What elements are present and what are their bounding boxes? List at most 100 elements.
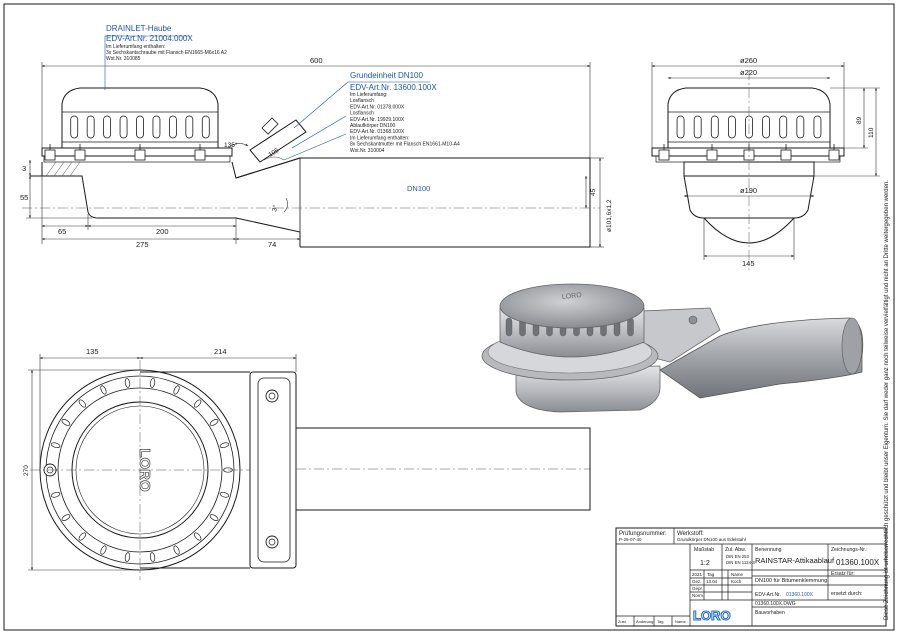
dim-220: ø220 bbox=[740, 68, 757, 77]
hood-slot bbox=[168, 115, 177, 139]
dim-200: 200 bbox=[156, 227, 169, 236]
flange-hole bbox=[173, 385, 180, 395]
tb-edv-label: EDV-Art.Nr. bbox=[755, 592, 781, 598]
flange-hole bbox=[209, 419, 219, 426]
flange-hole bbox=[173, 545, 180, 555]
nut bbox=[74, 149, 86, 161]
render-pipe bbox=[659, 317, 864, 399]
nut bbox=[706, 149, 718, 161]
callout-haube-line: 3x Sechskantschraube mit Flansch EN1665-… bbox=[106, 50, 227, 56]
top-logo-emboss: LORO bbox=[136, 448, 153, 492]
front-dimensions bbox=[651, 62, 880, 260]
hood-slot bbox=[201, 115, 210, 139]
nut bbox=[658, 149, 670, 161]
dim-275: 275 bbox=[136, 240, 149, 249]
flange-hole bbox=[78, 399, 87, 408]
hood-slot bbox=[70, 115, 79, 139]
front-dome bbox=[703, 217, 795, 244]
sheet-border bbox=[3, 3, 895, 631]
callout-grund-line: Wst.Nr. 310004 bbox=[350, 148, 385, 154]
top-view bbox=[30, 360, 591, 580]
dim-74: 74 bbox=[268, 240, 276, 249]
hood-slot bbox=[119, 115, 128, 139]
flange-hole bbox=[100, 545, 107, 555]
hood-outline bbox=[61, 87, 219, 148]
flange-hole bbox=[149, 552, 156, 562]
top-dimensions bbox=[28, 354, 297, 571]
label-dn100: DN100 bbox=[407, 184, 430, 193]
hood-slot bbox=[676, 115, 685, 139]
dim-190: ø190 bbox=[740, 186, 757, 195]
flange-hole bbox=[61, 419, 71, 426]
dim-260: ø260 bbox=[740, 56, 757, 65]
tb-pruef-value: P-26-07-40 bbox=[619, 537, 642, 542]
tb-massstab-value: 1:2 bbox=[700, 560, 710, 567]
tb-ersatz-fuer: Ersatz für: bbox=[831, 571, 855, 577]
flange-hole bbox=[61, 514, 71, 521]
callout-grund-line: Ablaufkörper DN100 bbox=[350, 123, 396, 129]
dim-3-degree: 3° bbox=[270, 204, 279, 212]
tb-benennung-value: RAINSTAR-Attikaablauf bbox=[755, 556, 835, 565]
tb-zeichnung-label: Zeichnungs-Nr.: bbox=[831, 547, 868, 553]
tb-zul-label: Zul. Abw. bbox=[725, 547, 746, 553]
callout-grund-line: Losflansch bbox=[350, 111, 374, 117]
flange-hole bbox=[100, 385, 107, 395]
flange-hole bbox=[124, 378, 131, 388]
side-dimension-labels: 600 3 55 135° 105 3° DN100 45 ø101,6x1,2… bbox=[20, 56, 613, 249]
callout-grund-line: Losflansch bbox=[350, 98, 374, 104]
dim-214: 214 bbox=[214, 347, 227, 356]
tb-file: 01360.100X.DWG bbox=[755, 601, 796, 607]
hood-slot bbox=[185, 115, 194, 139]
tb-zul-line1: DIN EN 253 bbox=[726, 554, 750, 559]
tb-gez: Gez. bbox=[692, 579, 702, 584]
tb-edv-value: 01360.100X bbox=[786, 592, 814, 598]
tb-zeichnung-value: 01360.100X bbox=[836, 558, 880, 567]
tb-werkstoff-value: Grundkörper DN100 aus Edelstahl bbox=[677, 537, 746, 542]
dim-145: 145 bbox=[742, 259, 755, 268]
render-3d: LORO bbox=[481, 283, 864, 413]
callout-leaders bbox=[104, 35, 430, 161]
tb-werkstoff-label: Werkstoff: bbox=[677, 531, 704, 537]
tb-gepr: Gepr. bbox=[692, 586, 703, 591]
nut bbox=[780, 149, 792, 161]
flange-hole bbox=[78, 532, 87, 541]
dim-65: 65 bbox=[58, 227, 66, 236]
tb-gez-name: Koch bbox=[731, 579, 742, 584]
hood-slot bbox=[693, 115, 702, 139]
front-dimension-labels: ø260 ø220 ø190 145 89 110 bbox=[740, 56, 875, 268]
callout-haube-line: Wst.Nr. 310085 bbox=[106, 56, 141, 62]
dim-89: 89 bbox=[856, 116, 863, 124]
hood-slot bbox=[762, 115, 771, 139]
tb-pruef-label: Prüfungsnummer: bbox=[619, 531, 667, 537]
hood-slot bbox=[796, 115, 805, 139]
tb-bauvorhaben: Bauvorhaben bbox=[755, 610, 785, 616]
callout-grund-art: EDV-Art.Nr. 13600.100X bbox=[350, 83, 437, 92]
tb-tag-label: Tag bbox=[707, 572, 715, 577]
front-view bbox=[651, 70, 845, 270]
callout-haube-art: EDV-Art.Nr. 21004.000X bbox=[106, 34, 193, 43]
dim-45: 45 bbox=[590, 188, 597, 196]
tb-norm: Norm. bbox=[692, 593, 704, 598]
dim-105: 105 bbox=[267, 147, 280, 159]
tb-name-label: Name bbox=[731, 572, 744, 577]
bolt-nut bbox=[265, 389, 279, 403]
callout-grund-title: Grundeinheit DN100 bbox=[350, 71, 423, 80]
drain-body-lower bbox=[41, 162, 301, 247]
callout-haube-line: Im Lieferumfang enthalten: bbox=[106, 44, 165, 50]
side-view bbox=[22, 87, 600, 248]
hood-slot bbox=[727, 115, 736, 139]
flange-hole bbox=[124, 552, 131, 562]
title-block bbox=[615, 527, 887, 627]
flange-hole bbox=[50, 491, 61, 498]
tb-sub-value: DN100 für Bitumenklemmung bbox=[755, 578, 827, 584]
dim-600: 600 bbox=[310, 56, 323, 65]
flange-hole bbox=[50, 442, 61, 449]
callout-grund-line: EDV-Art.Nr. 01368.100X bbox=[350, 129, 405, 135]
callout-grund-line: 8x Sechskantmutter mit Flansch EN1661-M1… bbox=[350, 142, 460, 148]
tb-zul-line2: DIN EN 1124-3 bbox=[726, 560, 755, 565]
callout-grund-line: Im Lieferumfang: bbox=[350, 92, 388, 98]
dim-135: 135 bbox=[86, 347, 99, 356]
tb-aenderung: Änderung bbox=[636, 619, 653, 624]
